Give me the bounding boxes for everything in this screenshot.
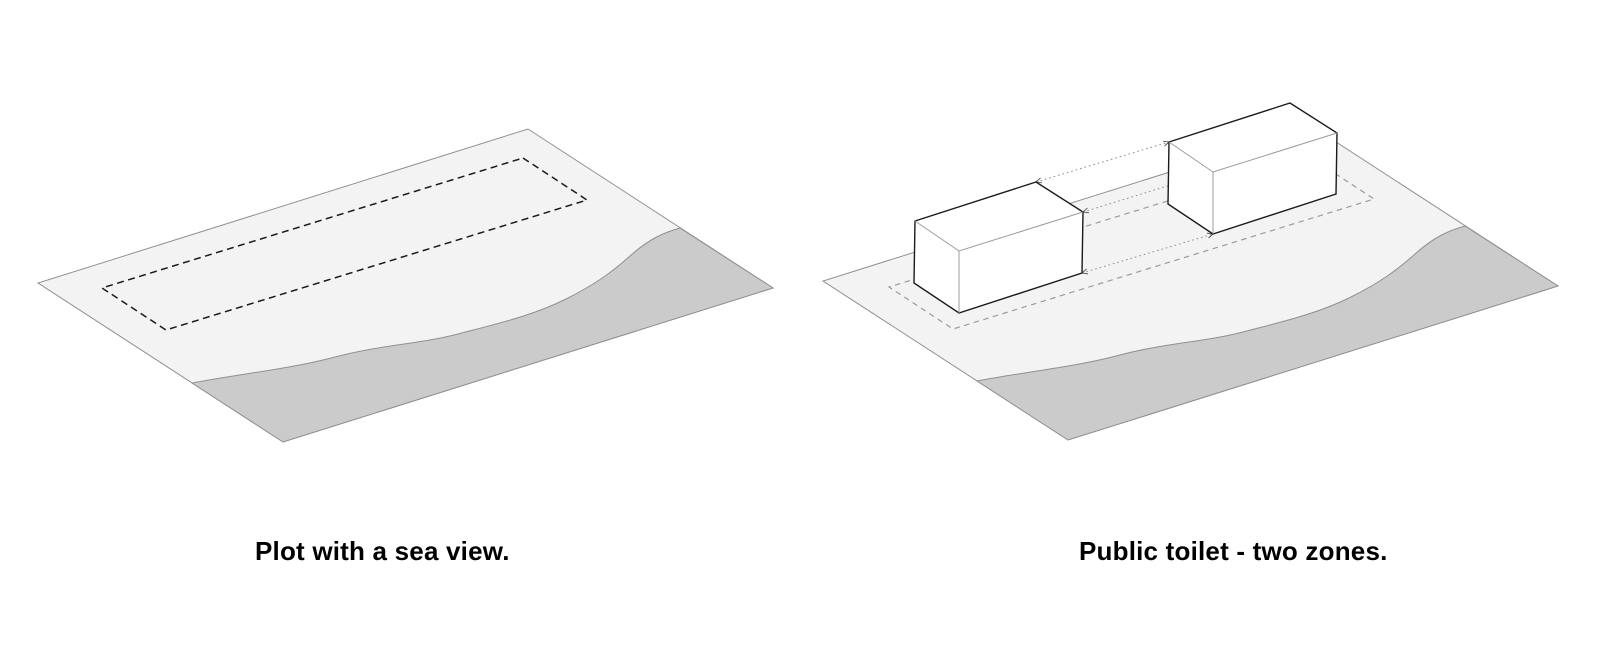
caption-public-toilet-two-zones: Public toilet - two zones. (1079, 536, 1388, 566)
left-plot-ground (37, 128, 774, 443)
construction-line-top (1036, 142, 1169, 182)
construction-lines (1036, 142, 1213, 273)
figure-public-toilet-two-zones (822, 102, 1559, 441)
building-footprint-dashed (100, 157, 589, 331)
caption-plot-sea-view: Plot with a sea view. (255, 536, 510, 566)
figure-plot-sea-view (37, 128, 774, 443)
